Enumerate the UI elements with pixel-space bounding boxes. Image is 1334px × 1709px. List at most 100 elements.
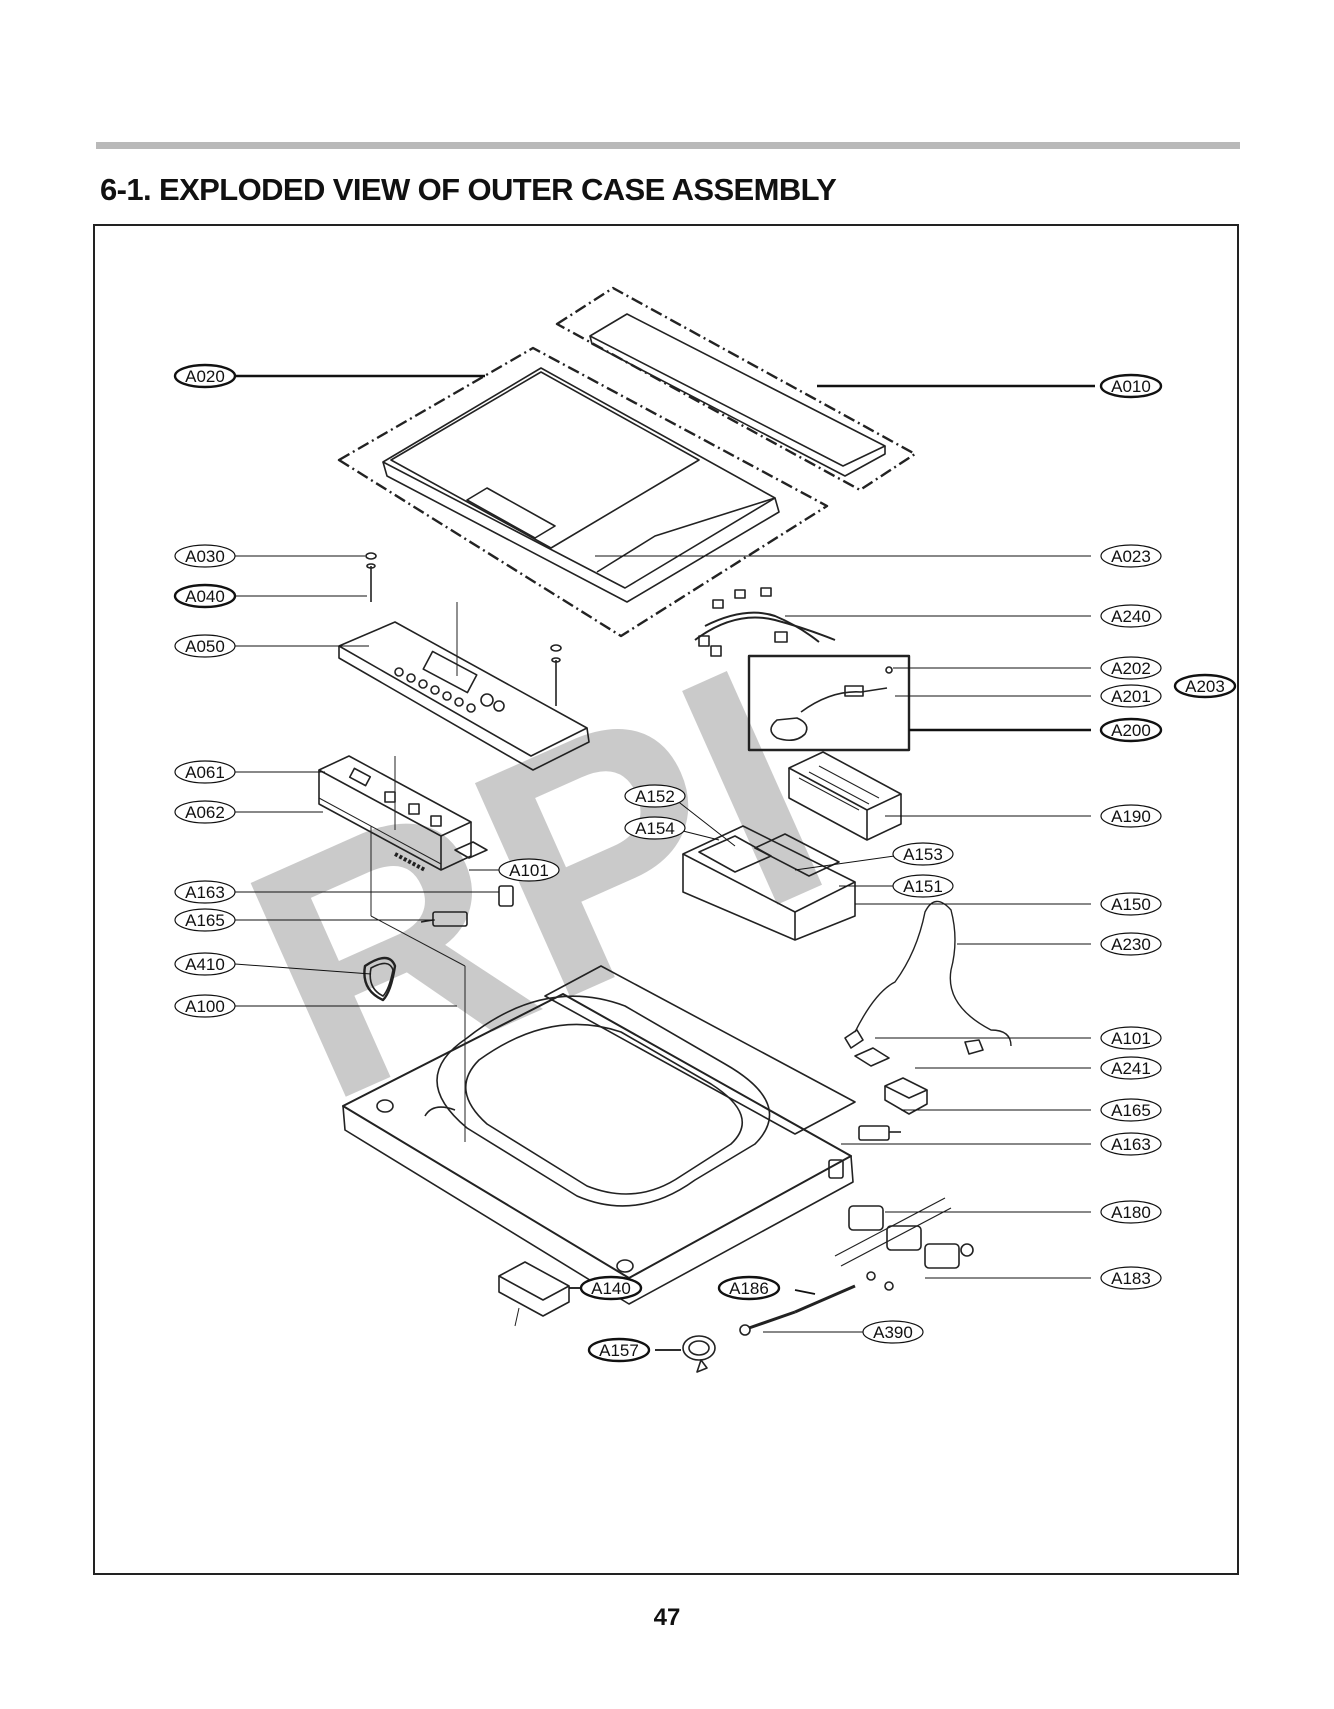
top-rear-cover-part [555,286,917,492]
callout-bubble [1100,1026,1162,1050]
callout-label: A240 [1111,607,1151,626]
callout-a140: A140 [579,1275,643,1301]
callout-bubble [174,760,236,784]
callout-label: A152 [635,787,675,806]
callout-label: A150 [1111,895,1151,914]
callout-bubble [624,816,686,840]
callout-label: A100 [185,997,225,1016]
pressure-switch-box-part [747,654,911,752]
callout-label: A163 [185,883,225,902]
callout-bubble [174,544,236,568]
callout-bubble [1100,1266,1162,1290]
callout-a030: A030 [174,544,236,568]
pcb-assembly-part [318,755,472,1142]
callout-label: A050 [185,637,225,656]
callout-a061: A061 [174,760,236,784]
leader-lines [234,374,1095,1351]
callout-label: A010 [1111,377,1151,396]
callout-a163a: A163 [174,880,236,904]
callout-label: A154 [635,819,675,838]
callout-label: A023 [1111,547,1151,566]
switch-part-left [498,885,514,907]
callout-a200: A200 [1099,717,1163,743]
watermark: RPI [200,595,872,1173]
callout-bubble [1100,604,1162,628]
callout-label: A186 [729,1279,769,1298]
callout-bubble [1100,1098,1162,1122]
control-panel-part [338,602,590,830]
callout-a157: A157 [587,1337,651,1363]
callout-a062: A062 [174,800,236,824]
callout-label: A201 [1111,687,1151,706]
callout-label: A140 [591,1279,631,1298]
callout-a165a: A165 [174,908,236,932]
top-plate-part [337,346,829,638]
callout-bubble [579,1275,643,1301]
callout-a023: A023 [1100,544,1162,568]
callout-a190: A190 [1100,804,1162,828]
power-cord-part [844,900,1012,1055]
callout-bubble [862,1320,924,1344]
callout-a151: A151 [892,874,954,898]
harness-part [694,587,836,657]
callout-label: A241 [1111,1059,1151,1078]
belt-part [363,956,397,1002]
callout-label: A203 [1185,677,1225,696]
callout-bubble [498,858,560,882]
bracket-part [788,751,902,841]
callout-label: A165 [185,911,225,930]
callouts-group: A020A010A030A040A050A023A240A202A201A203… [173,363,1237,1363]
callout-bubble [173,363,237,389]
callout-bubble [1100,544,1162,568]
callout-a154: A154 [624,816,686,840]
callout-a183: A183 [1100,1266,1162,1290]
callout-label: A200 [1111,721,1151,740]
diagram-frame: RPI [93,224,1239,1575]
page-number: 47 [653,1604,681,1631]
callout-label: A163 [1111,1135,1151,1154]
callout-label: A180 [1111,1203,1151,1222]
callout-label: A040 [185,587,225,606]
callout-a180: A180 [1100,1200,1162,1224]
callout-bubble [1173,673,1237,699]
callout-bubble [173,583,237,609]
callout-label: A151 [903,877,943,896]
callout-bubble [624,784,686,808]
callout-bubble [892,874,954,898]
clip-part-right [854,1047,890,1067]
callout-bubble [174,908,236,932]
callout-bubble [174,800,236,824]
callout-a101a: A101 [498,858,560,882]
exploded-view-diagram: RPI [173,286,1237,1373]
callout-bubble [1099,373,1163,399]
callout-bubble [174,880,236,904]
switch-part-right [828,1159,844,1179]
callout-bubble [1100,1056,1162,1080]
clip-part-left [454,841,488,859]
callout-a150: A150 [1100,892,1162,916]
callout-label: A030 [185,547,225,566]
callout-bubble [174,952,236,976]
page-title: 6-1. EXPLODED VIEW OF OUTER CASE ASSEMBL… [100,172,837,207]
callout-bubble [587,1337,651,1363]
callout-label: A062 [185,803,225,822]
callout-a101b: A101 [1100,1026,1162,1050]
valve-assembly-part [739,1197,974,1336]
callout-label: A190 [1111,807,1151,826]
callout-bubble [1100,804,1162,828]
callout-a010: A010 [1099,373,1163,399]
callout-a050: A050 [174,634,236,658]
callout-a040: A040 [173,583,237,609]
callout-bubble [174,634,236,658]
callout-bubble [174,994,236,1018]
callout-bubble [1100,1132,1162,1156]
bracket-part-bottom [498,1261,570,1327]
callout-a390: A390 [862,1320,924,1344]
filter-block-part [884,1077,928,1115]
cap-part [682,1335,716,1373]
callout-label: A153 [903,845,943,864]
lock-part-right [858,1125,901,1141]
callout-a165b: A165 [1100,1098,1162,1122]
callout-bubble [1100,1200,1162,1224]
screws-and-caps-part [365,552,562,706]
